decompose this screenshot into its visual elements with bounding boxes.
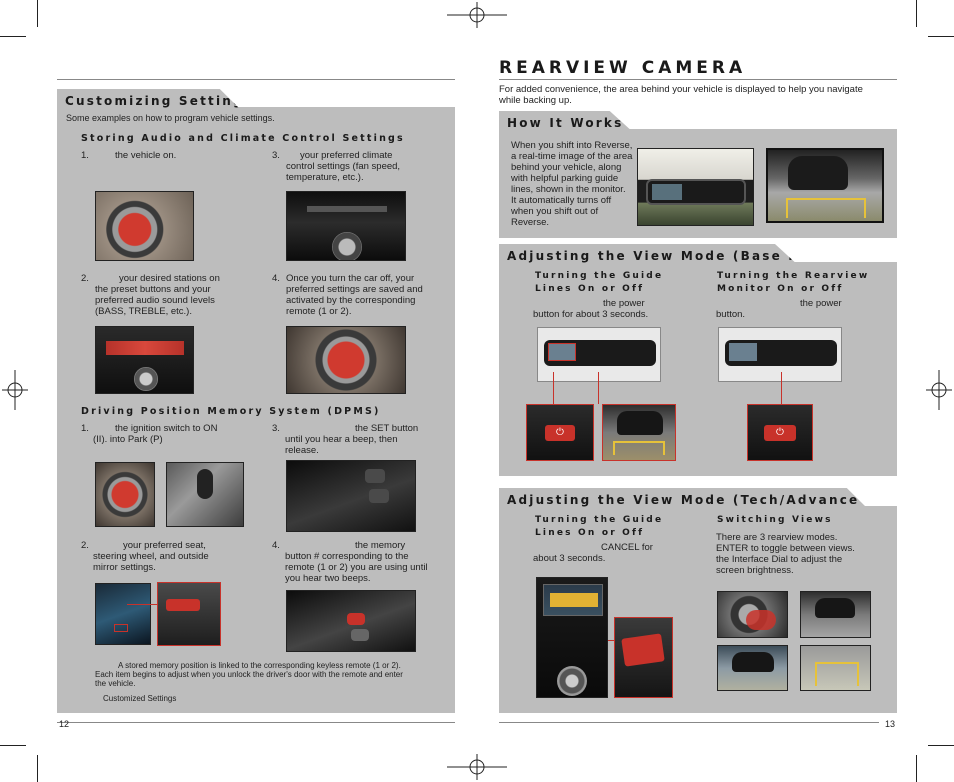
base-model-heading: Adjusting the View Mode (Base Model) — [499, 244, 799, 266]
audio-panel-photo — [95, 326, 194, 394]
footer-rule — [499, 722, 879, 723]
page-number: 12 — [59, 719, 70, 729]
dpms-heading: Driving Position Memory System (DPMS) — [81, 406, 381, 417]
callout-line — [127, 604, 157, 605]
step-text: the memory button # corresponding to the… — [285, 540, 428, 584]
registration-mark — [926, 370, 952, 410]
crop-mark — [916, 0, 917, 27]
footer-rule — [57, 722, 455, 723]
navigation-console-photo — [536, 577, 608, 698]
step-number: 2. — [81, 273, 89, 284]
header-rule — [57, 79, 455, 80]
door-panel-photo — [95, 583, 151, 645]
memory-buttons-photo — [286, 590, 416, 652]
section-title: Customizing Settings — [57, 89, 242, 111]
camera-view-photo — [800, 645, 871, 691]
intro-text: For added convenience, the area behind y… — [499, 84, 863, 106]
dpms-note: A stored memory position is linked to th… — [95, 661, 403, 688]
crop-mark — [928, 36, 954, 37]
audio-climate-heading: Storing Audio and Climate Control Settin… — [81, 133, 405, 144]
start-button-photo — [95, 191, 194, 261]
crop-mark — [37, 0, 38, 27]
step-number: 4. — [272, 273, 280, 284]
switching-views-title: Switching Views — [717, 515, 833, 525]
crop-mark — [916, 755, 917, 782]
camera-view-photo — [766, 148, 884, 223]
step-number: 1. — [81, 423, 89, 434]
header-rule — [499, 79, 897, 80]
step-number: 2. — [81, 540, 89, 551]
cancel-button-photo — [614, 617, 673, 698]
tech-model-heading: Adjusting the View Mode (Tech/Advance Pa… — [499, 488, 869, 510]
mirror-photo — [718, 327, 842, 382]
power-button-photo: ⏻ — [526, 404, 594, 461]
guide-lines-title: Turning the Guide Lines On or Off — [535, 515, 664, 538]
callout-line — [608, 640, 614, 641]
start-button-photo — [286, 326, 406, 394]
how-it-works-heading: How It Works — [499, 111, 634, 133]
guide-lines-title: Turning the Guide Lines On or Off — [535, 271, 664, 294]
intro-text: Some examples on how to program vehicle … — [66, 113, 275, 123]
crop-mark — [37, 755, 38, 782]
crop-mark — [0, 745, 26, 746]
camera-view-photo — [800, 591, 871, 638]
step-text: your desired stations on the preset butt… — [95, 273, 220, 317]
guide-lines-text: the power button for about 3 seconds. — [533, 298, 649, 320]
registration-mark — [447, 2, 507, 28]
camera-view-photo — [717, 645, 788, 691]
registration-mark — [2, 370, 28, 410]
callout-line — [553, 372, 554, 404]
callout-line — [598, 372, 599, 404]
interface-dial-photo — [717, 591, 788, 638]
step-text: the vehicle on. — [115, 150, 177, 161]
rearview-mirror-photo — [637, 148, 754, 226]
step-text: the SET button until you hear a beep, th… — [285, 423, 419, 456]
step-number: 4. — [272, 540, 280, 551]
start-button-photo — [95, 462, 155, 527]
switching-views-text: There are 3 rearview modes. ENTER to tog… — [716, 532, 855, 576]
step-text: the ignition switch to ON (II). into Par… — [93, 423, 218, 445]
seat-buttons-photo — [157, 582, 221, 646]
step-text: your preferred climate control settings … — [286, 150, 401, 183]
reference-text: Customized Settings — [103, 694, 177, 703]
page-number: 13 — [885, 719, 896, 729]
climate-panel-photo — [286, 191, 406, 261]
step-text: your preferred seat, steering wheel, and… — [93, 540, 209, 573]
callout-line — [781, 372, 782, 404]
memory-buttons-photo — [286, 460, 416, 532]
monitor-text: the power button. — [716, 298, 842, 320]
crop-mark — [0, 36, 26, 37]
how-it-works-text: When you shift into Reverse, a real-time… — [511, 140, 633, 228]
mirror-photo — [537, 327, 661, 382]
page-title: REARVIEW CAMERA — [499, 58, 747, 78]
step-text: Once you turn the car off, your preferre… — [286, 273, 423, 317]
step-number: 3. — [272, 150, 280, 161]
guide-lines-text: CANCEL for about 3 seconds. — [533, 542, 653, 564]
step-number: 1. — [81, 150, 89, 161]
crop-mark — [928, 745, 954, 746]
power-button-photo: ⏻ — [747, 404, 813, 461]
shift-lever-photo — [166, 462, 244, 527]
registration-mark — [447, 754, 507, 780]
monitor-title: Turning the Rearview Monitor On or Off — [717, 271, 870, 294]
camera-view-photo — [602, 404, 676, 461]
step-number: 3. — [272, 423, 280, 434]
